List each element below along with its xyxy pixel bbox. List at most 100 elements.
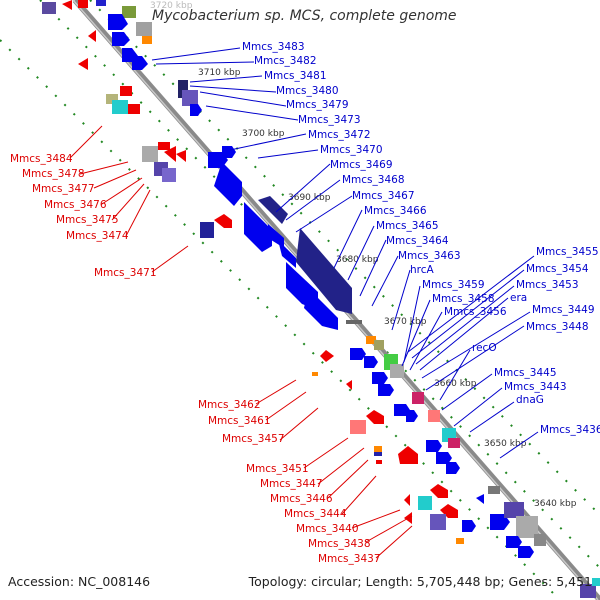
forward-gene (132, 56, 148, 70)
gene-block (504, 502, 524, 518)
gene-features (42, 0, 600, 598)
gene-block (374, 452, 382, 456)
forward-gene-label: Mmcs_3453 (516, 279, 579, 291)
gene-block (350, 420, 366, 434)
tick-label: 3690 kbp (288, 193, 331, 203)
forward-gene (372, 372, 388, 384)
forward-gene-label: Mmcs_3467 (352, 190, 415, 202)
reverse-gene-label: Mmcs_3475 (56, 214, 119, 226)
forward-gene-label: Mmcs_3473 (298, 114, 361, 126)
tick-label: 3660 kbp (434, 379, 477, 389)
forward-gene-label: Mmcs_3464 (386, 235, 449, 247)
forward-gene (190, 104, 202, 116)
forward-gene-label: Mmcs_3466 (364, 205, 427, 217)
reverse-gene (430, 484, 448, 498)
gene-block (534, 534, 546, 546)
forward-gene-label: Mmcs_3465 (376, 220, 439, 232)
reverse-gene (320, 350, 334, 362)
forward-gene-label: Mmcs_3470 (320, 144, 383, 156)
forward-gene (244, 202, 272, 252)
forward-gene-label: Mmcs_3463 (398, 250, 461, 262)
gene-block (158, 142, 170, 150)
reverse-gene (176, 150, 186, 162)
gene-block (418, 496, 432, 510)
gene-block (162, 168, 176, 182)
forward-gene-label: Mmcs_3459 (422, 279, 485, 291)
tick-label: 3640 kbp (534, 499, 577, 509)
reverse-gene-label: Mmcs_3447 (260, 478, 323, 490)
gene-block (516, 516, 538, 538)
forward-gene (296, 228, 352, 314)
gene-block (112, 100, 128, 114)
gene-block (374, 340, 384, 350)
gene-block (390, 364, 404, 378)
reverse-gene-label: Mmcs_3462 (198, 399, 261, 411)
forward-gene (350, 348, 366, 360)
forward-gene-label: Mmcs_3456 (444, 306, 507, 318)
gene-block (122, 6, 136, 18)
gene-block (78, 0, 88, 8)
forward-gene (476, 494, 484, 504)
forward-gene-label: Mmcs_3436 (540, 424, 600, 436)
forward-gene-label: Mmcs_3449 (532, 304, 595, 316)
forward-gene (258, 196, 288, 224)
gene-block (366, 336, 376, 344)
inner-guide-track (0, 39, 561, 600)
gene-block (346, 320, 362, 324)
forward-gene (278, 240, 296, 268)
forward-gene-label: Mmcs_3479 (286, 99, 349, 111)
reverse-gene (88, 30, 96, 42)
gene-block (42, 2, 56, 14)
forward-gene (214, 162, 242, 206)
gene-block (428, 410, 440, 422)
forward-gene-label: Mmcs_3448 (526, 321, 589, 333)
reverse-gene-label: Mmcs_3484 (10, 153, 73, 165)
gene-block (312, 372, 318, 376)
forward-gene (446, 462, 460, 474)
gene-block (136, 22, 152, 36)
genome-title: Mycobacterium sp. MCS, complete genome (152, 8, 457, 24)
forward-gene (364, 356, 378, 368)
forward-gene (108, 14, 128, 30)
reverse-gene-label: Mmcs_3478 (22, 168, 85, 180)
reverse-gene (78, 58, 88, 70)
gene-block (448, 438, 460, 448)
reverse-gene (346, 380, 352, 390)
reverse-gene (404, 494, 410, 506)
gene-block (580, 584, 596, 598)
reverse-gene-label: Mmcs_3476 (44, 199, 107, 211)
gene-block (128, 104, 140, 114)
forward-gene-label: Mmcs_3468 (342, 174, 405, 186)
forward-labels: Mmcs_3483 Mmcs_3482 Mmcs_3481 Mmcs_3480 … (151, 41, 600, 459)
forward-gene (406, 410, 418, 422)
reverse-gene-label: Mmcs_3477 (32, 183, 95, 195)
gene-block (96, 0, 106, 6)
gene-block (120, 86, 132, 96)
accession-text: Accession: NC_008146 (8, 574, 151, 589)
forward-gene (378, 384, 394, 396)
gene-block (182, 90, 198, 106)
gene-block (142, 36, 152, 44)
forward-gene (426, 440, 442, 452)
reverse-gene-label: Mmcs_3451 (246, 463, 309, 475)
reverse-gene-label: Mmcs_3461 (208, 415, 271, 427)
forward-gene-label: Mmcs_3454 (526, 263, 589, 275)
forward-gene-label: era (510, 292, 527, 304)
reverse-gene (62, 0, 72, 10)
gene-block (142, 146, 158, 162)
reverse-gene-label: Mmcs_3446 (270, 493, 333, 505)
gene-block (200, 222, 214, 238)
forward-gene-label: dnaG (516, 394, 544, 406)
forward-gene-label: Mmcs_3482 (254, 55, 317, 67)
gene-block (178, 80, 188, 98)
tick-label: 3650 kbp (484, 439, 527, 449)
forward-gene-label: recO (472, 342, 497, 354)
reverse-gene (366, 410, 384, 424)
forward-gene-label: Mmcs_3458 (432, 293, 495, 305)
reverse-gene (164, 146, 176, 162)
forward-gene-label: Mmcs_3445 (494, 367, 557, 379)
reverse-gene-label: Mmcs_3440 (296, 523, 359, 535)
reverse-gene-label: Mmcs_3457 (222, 433, 285, 445)
reverse-gene-label: Mmcs_3438 (308, 538, 371, 550)
